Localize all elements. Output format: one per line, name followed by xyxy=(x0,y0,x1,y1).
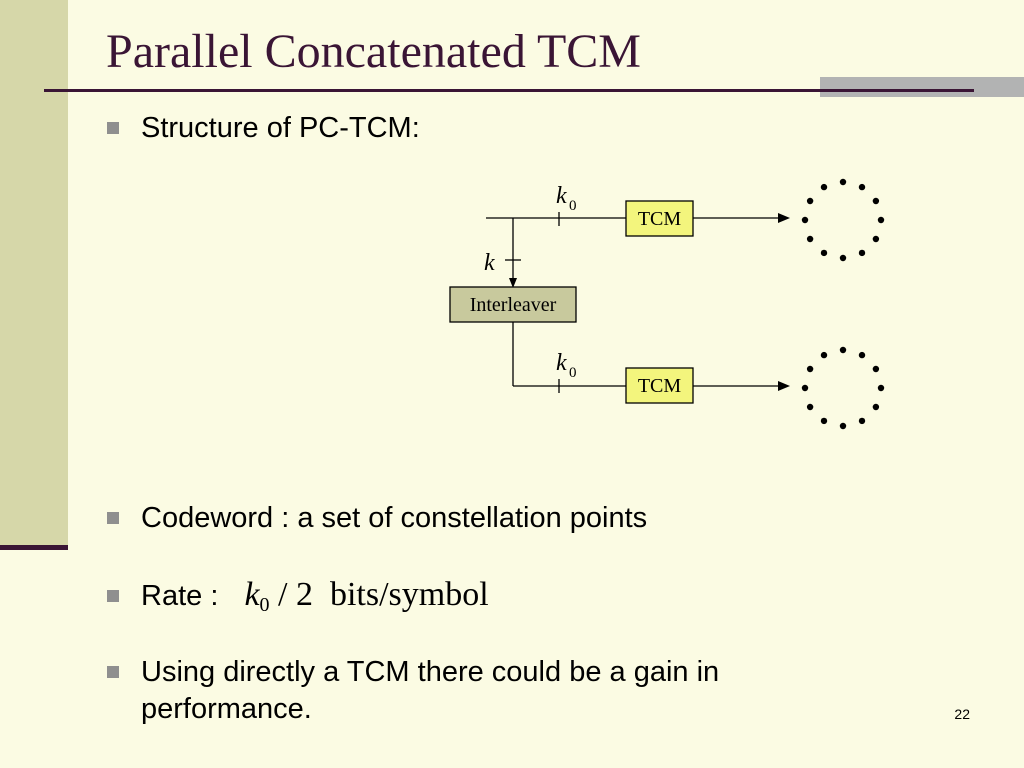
rate-rest: / 2 xyxy=(278,576,313,613)
constellation-point xyxy=(858,183,866,191)
constellation-point xyxy=(872,197,880,205)
constellation-point xyxy=(806,197,814,205)
bottom-tcm-box xyxy=(625,367,694,404)
constellation-point xyxy=(806,235,814,243)
bullet-marker xyxy=(107,666,119,678)
constellation-point xyxy=(858,351,866,359)
constellation-point xyxy=(858,249,866,257)
constellation-point xyxy=(877,384,885,392)
top-tcm-label: TCM xyxy=(638,208,682,230)
bullet-marker xyxy=(107,512,119,524)
top-k0-var: k xyxy=(556,183,567,209)
rate-sub: 0 xyxy=(259,594,270,616)
bullet-rate: Rate : k0 / 2 bits/symbol xyxy=(141,576,489,624)
top-output-arrowhead xyxy=(778,213,790,223)
constellation-point xyxy=(820,249,828,257)
title-underline xyxy=(44,89,974,92)
rate-prefix: Rate : xyxy=(141,580,227,612)
bottom-output-arrowhead xyxy=(778,381,790,391)
constellation-point xyxy=(872,365,880,373)
constellation-point xyxy=(806,403,814,411)
arrowhead-to-interleaver xyxy=(509,278,517,288)
top-constellation xyxy=(801,178,885,262)
bullet-gain-line1: Using directly a TCM there could be a ga… xyxy=(141,656,720,688)
input-k-label: k xyxy=(484,250,495,276)
constellation-point xyxy=(872,235,880,243)
bullet-gain-line2: performance. xyxy=(141,693,312,725)
bottom-k0-sub: 0 xyxy=(569,365,577,381)
title-accent-bar xyxy=(820,77,1024,97)
constellation-point xyxy=(839,346,847,354)
constellation-point xyxy=(820,351,828,359)
constellation-point xyxy=(872,403,880,411)
constellation-point xyxy=(839,422,847,430)
bottom-constellation xyxy=(801,346,885,430)
rate-unit: bits/symbol xyxy=(329,576,489,613)
constellation-point xyxy=(877,216,885,224)
interleaver-box xyxy=(449,286,577,323)
constellation-point xyxy=(820,417,828,425)
slide-title: Parallel Concatenated TCM xyxy=(106,25,641,78)
constellation-point xyxy=(801,384,809,392)
constellation-point xyxy=(839,178,847,186)
bullet-structure: Structure of PC-TCM: xyxy=(141,112,420,144)
rate-var: k xyxy=(244,576,260,613)
bullet-marker xyxy=(107,590,119,602)
top-k0-sub: 0 xyxy=(569,198,577,214)
constellation-point xyxy=(801,216,809,224)
constellation-point xyxy=(820,183,828,191)
rate-formula: k0 / 2 bits/symbol xyxy=(244,576,489,616)
bullet-marker xyxy=(107,122,119,134)
constellation-point xyxy=(858,417,866,425)
bottom-tcm-label: TCM xyxy=(638,375,682,397)
bullet-codeword: Codeword : a set of constellation points xyxy=(141,502,648,534)
constellation-point xyxy=(839,254,847,262)
slide-number: 22 xyxy=(954,706,970,722)
constellation-point xyxy=(806,365,814,373)
sidebar-accent-bar xyxy=(0,545,68,550)
bullet-gain: Using directly a TCM there could be a ga… xyxy=(141,654,719,728)
interleaver-label: Interleaver xyxy=(470,294,557,316)
bottom-k0-var: k xyxy=(556,350,567,376)
